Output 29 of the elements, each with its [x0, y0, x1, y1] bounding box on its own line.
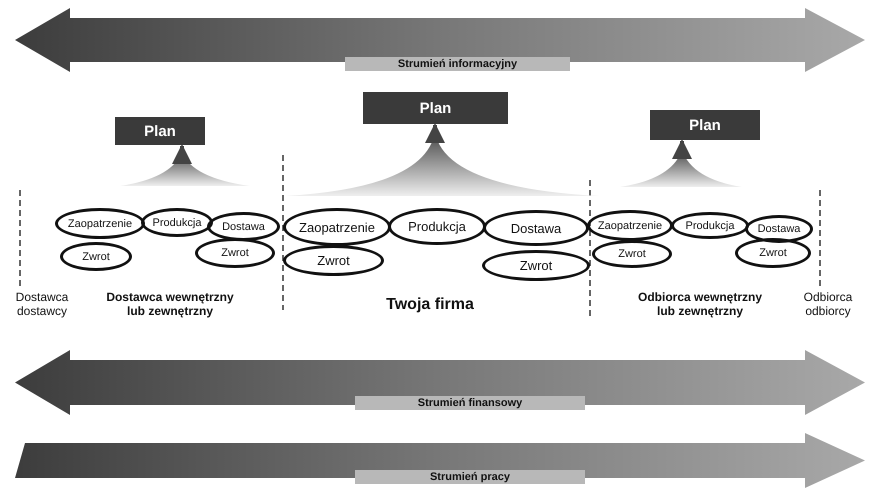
process-ellipse: Produkcja — [671, 212, 749, 239]
process-ellipse: Produkcja — [388, 208, 486, 245]
process-box: Plan — [363, 92, 508, 124]
process-ellipse: Zaopatrzenie — [283, 208, 391, 246]
arrow — [172, 144, 192, 164]
arrow-label: Strumień pracy — [355, 470, 585, 484]
section-label: Twoja firma — [385, 296, 475, 314]
section-label: Dostawca dostawcy — [14, 290, 70, 318]
process-ellipse: Dostawa — [207, 212, 280, 241]
process-ellipse: Dostawa — [483, 210, 589, 246]
process-ellipse: Zwrot — [283, 245, 384, 276]
section-label: Odbiorca wewnętrzny lub zewnętrzny — [636, 290, 764, 318]
arrow-label: Strumień informacyjny — [345, 57, 570, 71]
process-ellipse: Zwrot — [195, 238, 275, 268]
process-ellipse: Zaopatrzenie — [587, 210, 673, 241]
process-ellipse: Zwrot — [592, 240, 672, 268]
section-label: Odbiorca odbiorcy — [802, 290, 854, 318]
arrow — [425, 123, 445, 143]
process-ellipse: Zwrot — [60, 242, 132, 271]
process-ellipse: Produkcja — [141, 208, 213, 237]
process-ellipse: Zaopatrzenie — [55, 208, 145, 239]
process-ellipse: Zwrot — [735, 238, 811, 268]
process-box: Plan — [650, 110, 760, 140]
section-label: Dostawca wewnętrzny lub zewnętrzny — [105, 290, 235, 318]
arrow-label: Strumień finansowy — [355, 396, 585, 410]
process-ellipse: Dostawa — [745, 215, 813, 243]
process-ellipse: Zwrot — [482, 250, 590, 281]
process-box: Plan — [115, 117, 205, 145]
arrow — [672, 139, 692, 159]
